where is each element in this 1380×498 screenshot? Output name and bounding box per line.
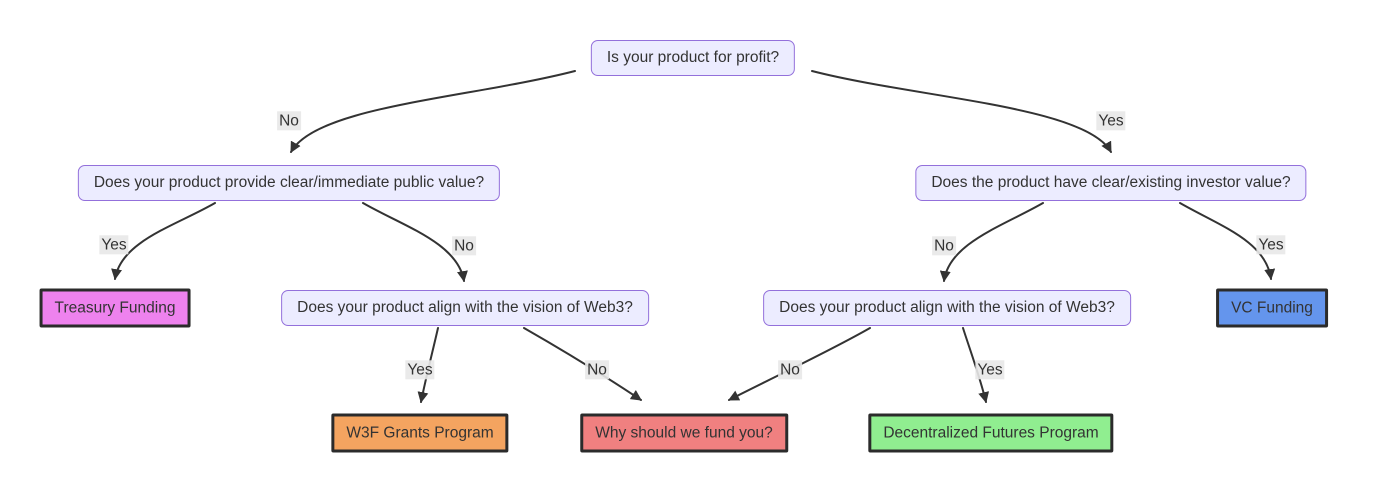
edge-label-web3left-no: No xyxy=(585,360,609,380)
node-result-w3f-grants-program: W3F Grants Program xyxy=(331,413,509,453)
edge-label-profit-no: No xyxy=(277,111,301,131)
edge-public-no xyxy=(362,202,468,283)
edge-label-public-no: No xyxy=(452,236,476,256)
edge-public-yes xyxy=(111,202,216,281)
node-question-public-value: Does your product provide clear/immediat… xyxy=(77,165,501,201)
edge-label-web3right-yes: Yes xyxy=(975,360,1005,380)
edge-label-investor-yes: Yes xyxy=(1256,235,1286,255)
edge-profit-yes xyxy=(811,70,1112,153)
node-question-profit: Is your product for profit? xyxy=(590,40,796,76)
edge-label-public-yes: Yes xyxy=(99,235,129,255)
edge-label-profit-yes: Yes xyxy=(1096,111,1126,131)
edge-label-web3right-no: No xyxy=(778,360,802,380)
node-question-web3-right: Does your product align with the vision … xyxy=(763,290,1131,326)
edge-investor-yes xyxy=(1179,202,1276,281)
node-question-web3-left: Does your product align with the vision … xyxy=(281,290,649,326)
edge-investor-no xyxy=(939,202,1044,283)
edge-web3right-yes xyxy=(962,327,990,404)
node-result-decentralized-futures: Decentralized Futures Program xyxy=(868,413,1114,453)
node-result-treasury-funding: Treasury Funding xyxy=(39,288,191,328)
node-question-investor-value: Does the product have clear/existing inv… xyxy=(915,165,1307,201)
edge-web3left-no xyxy=(523,327,642,401)
node-result-why-fund-you: Why should we fund you? xyxy=(580,413,788,453)
edge-label-investor-no: No xyxy=(932,236,956,256)
edge-profit-no xyxy=(290,70,576,153)
node-result-vc-funding: VC Funding xyxy=(1216,288,1328,328)
edge-label-web3left-yes: Yes xyxy=(405,360,435,380)
